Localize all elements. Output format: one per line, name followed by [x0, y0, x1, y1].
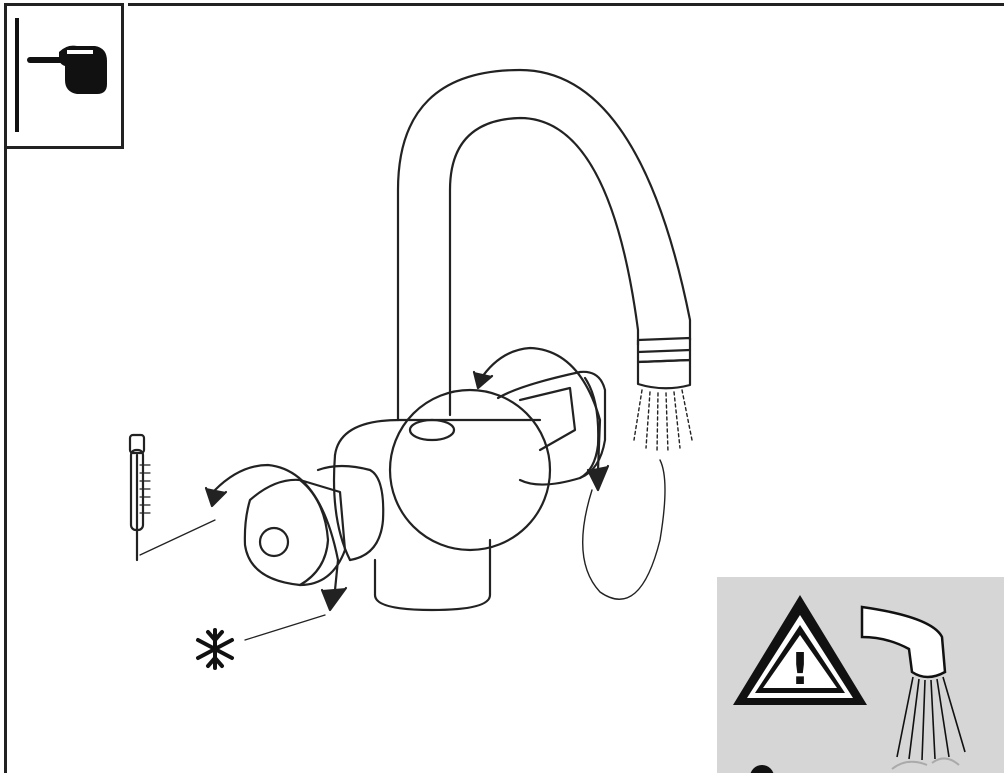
warning-triangle-icon [733, 595, 867, 705]
faucet-spray-icon [860, 605, 947, 679]
warning-symbol: ! [790, 644, 810, 695]
warning-panel: ! [717, 577, 1004, 777]
note-bar [15, 18, 19, 132]
note-box [4, 3, 124, 149]
pointing-hand-icon [27, 45, 107, 94]
warning-graphics: ! [733, 595, 966, 777]
page-border-top [128, 3, 1004, 6]
page-border-left [4, 145, 7, 773]
snowflake-icon [196, 628, 234, 670]
